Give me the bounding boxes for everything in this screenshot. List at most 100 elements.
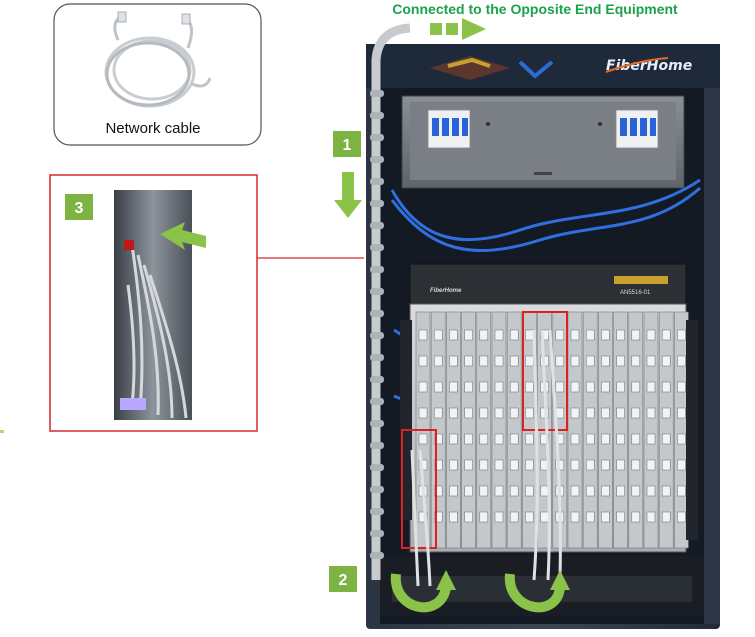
card-port	[555, 355, 565, 367]
card-port	[677, 485, 686, 497]
card-port	[525, 459, 534, 471]
card-port	[433, 381, 443, 393]
power-distribution-unit	[401, 95, 685, 189]
card-port	[479, 381, 489, 393]
cable-clip	[370, 310, 384, 317]
network-cable-caption: Network cable	[105, 120, 200, 137]
card-port	[525, 485, 534, 497]
card-port	[631, 355, 641, 367]
cable-clip	[370, 486, 384, 493]
card-port	[661, 355, 671, 367]
step-badge-1	[333, 131, 361, 157]
breaker-left	[427, 109, 471, 149]
card-port	[585, 485, 595, 497]
card-port	[646, 407, 656, 419]
card-port	[631, 459, 641, 471]
card-port	[646, 433, 656, 445]
card-port	[449, 459, 458, 471]
cable-clip	[370, 156, 384, 163]
insert-arrow-icon	[160, 222, 206, 250]
card-port	[601, 433, 610, 445]
shelf-brand-label: FiberHome	[430, 288, 462, 294]
card-port	[525, 433, 534, 445]
card-port	[494, 381, 504, 393]
step-badge-2	[329, 566, 357, 592]
card-port	[479, 407, 489, 419]
card-port	[525, 407, 534, 419]
cable-clip	[370, 200, 384, 207]
card-port	[661, 433, 671, 445]
card-port	[555, 381, 565, 393]
cable-clip	[370, 332, 384, 339]
card-port	[631, 511, 641, 523]
card-port	[509, 329, 519, 341]
card-port	[570, 511, 580, 523]
card-port	[661, 485, 671, 497]
card-port	[494, 485, 504, 497]
diagram-title: Connected to the Opposite End Equipment	[392, 1, 678, 17]
shelf-right-ear	[686, 320, 698, 540]
card-port	[601, 355, 610, 367]
card-port	[479, 433, 489, 445]
breaker-right	[615, 109, 659, 149]
rack-right-pillar	[704, 88, 720, 624]
card-port	[494, 459, 504, 471]
network-cable-inset: Network cable	[53, 3, 262, 146]
card-port	[494, 511, 504, 523]
card-port	[479, 355, 489, 367]
card-port	[509, 381, 519, 393]
card-port	[449, 381, 458, 393]
cable-clip	[370, 222, 384, 229]
card-port	[661, 381, 671, 393]
card-port	[464, 407, 473, 419]
card-port	[433, 407, 443, 419]
card-port	[677, 433, 686, 445]
card-port	[494, 433, 504, 445]
cable-clip	[370, 266, 384, 273]
card-port	[570, 485, 580, 497]
card-port	[616, 511, 625, 523]
card-port	[449, 433, 458, 445]
card-port	[433, 459, 443, 471]
card-port	[540, 511, 549, 523]
card-port	[616, 381, 625, 393]
highlight-control-card	[401, 429, 437, 549]
card-port	[616, 407, 625, 419]
card-port	[677, 511, 686, 523]
card-port	[509, 433, 519, 445]
card-port	[570, 459, 580, 471]
step-number-2: 2	[339, 572, 348, 589]
cable-clip	[370, 244, 384, 251]
card-port	[509, 485, 519, 497]
card-port	[677, 407, 686, 419]
step-badge-3	[65, 194, 93, 220]
cable-clip	[370, 420, 384, 427]
card-port	[585, 355, 595, 367]
rack-cable-entry	[518, 60, 554, 79]
card-port	[661, 407, 671, 419]
card-port	[449, 329, 458, 341]
cable-clip	[370, 464, 384, 471]
card-port	[418, 329, 428, 341]
card-port	[631, 407, 641, 419]
step-number-3: 3	[75, 200, 84, 217]
card-port	[631, 381, 641, 393]
card-port	[616, 433, 625, 445]
closeup-cables	[126, 244, 188, 419]
card-port	[601, 329, 610, 341]
cable-clips	[370, 90, 384, 559]
cable-clip	[370, 508, 384, 515]
rack-top-cap	[366, 44, 720, 88]
card-port	[433, 329, 443, 341]
cable-clip	[370, 398, 384, 405]
card-port	[479, 329, 489, 341]
card-port	[677, 459, 686, 471]
card-port	[646, 381, 656, 393]
card-port	[661, 511, 671, 523]
card-port	[570, 433, 580, 445]
highlight-uplink-card	[522, 311, 568, 431]
card-port	[449, 407, 458, 419]
card-port	[525, 355, 534, 367]
card-port	[494, 355, 504, 367]
